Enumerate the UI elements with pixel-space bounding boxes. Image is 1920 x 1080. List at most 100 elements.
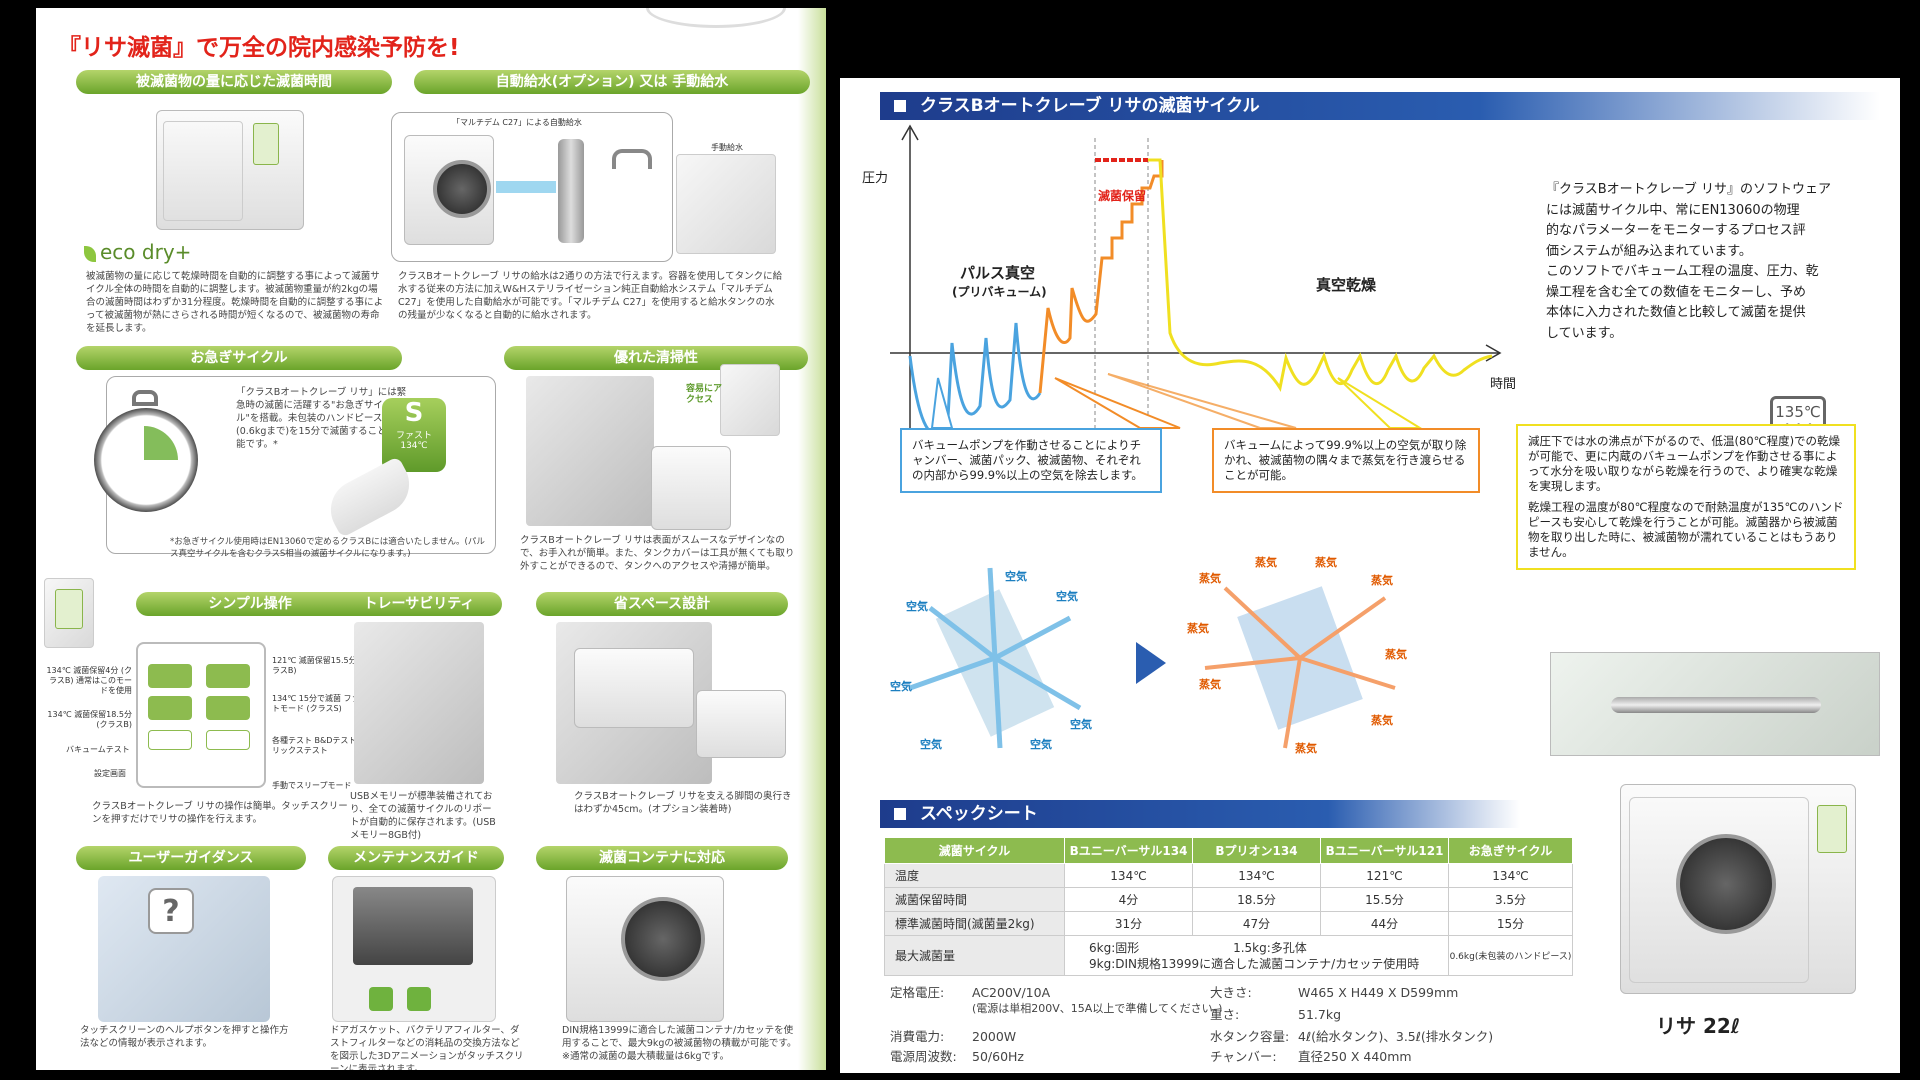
- spec-section-title: スペックシート: [880, 800, 1520, 828]
- section-title-water-supply: 自動給水(オプション) 又は 手動給水: [414, 70, 810, 94]
- autoclave-open-door-photo: [404, 135, 494, 245]
- section-title-simple-operation: シンプル操作: [136, 592, 364, 616]
- easy-access-label: 容易にアクセス: [686, 384, 723, 405]
- autoclave-side-photo: [696, 690, 786, 758]
- touch-screen-diagram: [136, 642, 266, 788]
- air-label: 空気: [1070, 717, 1092, 731]
- play-button-icon: [369, 987, 393, 1011]
- spec-voltage-note: (電源は単相200V、15A以上で準備してください。): [972, 1002, 1223, 1015]
- autoclave-tank-photo: [651, 446, 731, 530]
- user-guidance-text: タッチスクリーンのヘルプボタンを押すと操作方法などの情報が表示されます。: [80, 1025, 289, 1049]
- x-axis-label: 時間: [1490, 377, 1516, 392]
- cycle-section-title: クラスBオートクレーブ リサの滅菌サイクル: [880, 92, 1880, 120]
- table-row: 温度 134℃ 134℃ 121℃ 134℃: [884, 863, 1573, 888]
- label-vacuum-test: バキュームテスト: [66, 745, 130, 754]
- drying-info-box: 減圧下では水の沸点が下がるので、低温(80℃程度)での乾燥が可能で、更に内蔵のバ…: [1516, 424, 1856, 570]
- simple-operation-text: クラスBオートクレーブ リサの操作は簡単。タッチスクリーンを押すだけでリサの操作…: [92, 801, 348, 825]
- steam-penetration-diagram: 蒸気 蒸気 蒸気 蒸気 蒸気 蒸気 蒸気 蒸気 蒸気: [1187, 555, 1407, 755]
- help-button-photo: ?: [98, 876, 270, 1022]
- label-settings: 設定画面: [94, 769, 126, 778]
- right-page: クラスBオートクレーブ リサの滅菌サイクル 圧力 時間 滅菌保留 パルス真空 (…: [840, 78, 1900, 1073]
- door-panel: [163, 121, 243, 221]
- cycle-description: 『クラスBオートクレーブ リサ』のソフトウェア には滅菌サイクル中、常にEN13…: [1546, 182, 1832, 341]
- section-title-drying-time: 被滅菌物の量に応じた滅菌時間: [76, 70, 392, 94]
- container-text: DIN規格13999に適合した滅菌コンテナ/カセッテを使用することで、最大9kg…: [562, 1025, 797, 1062]
- faucet-icon: [612, 149, 652, 169]
- table-row: 最大滅菌量 6kg:固形 1.5kg:多孔体 9kg:DIN規格13999に適合…: [884, 935, 1573, 976]
- y-axis-label: 圧力: [862, 171, 888, 186]
- spec-weight: 重さ:51.7kg: [1210, 1007, 1342, 1022]
- pressure-rise-curve: [1038, 160, 1164, 394]
- air-label: 空気: [920, 737, 942, 751]
- steam-label: 蒸気: [1199, 677, 1221, 691]
- eco-dry-logo: eco dry+: [84, 240, 191, 264]
- y-axis-arrow: [901, 124, 919, 141]
- air-label: 空気: [906, 599, 928, 613]
- label-134-18min: 134℃ 滅菌保留18.5分 (クラスB): [47, 710, 132, 729]
- left-page: 『リサ滅菌』で万全の院内感染予防を! 被滅菌物の量に応じた滅菌時間 eco dr…: [36, 8, 826, 1070]
- section-title-user-guidance: ユーザーガイダンス: [76, 846, 306, 870]
- section-title-traceability: トレーサビリティ: [336, 592, 502, 616]
- label-fast-mode: 134℃ 15分で滅菌 ファストモード (クラスS): [272, 694, 368, 713]
- callout-pointers: [930, 373, 1424, 429]
- touch-panel-closeup: [44, 578, 94, 648]
- water-supply-text: クラスBオートクレーブ リサの給水は2通りの方法で行えます。容器を使用してタンク…: [398, 271, 783, 321]
- cleaning-person-photo: [526, 376, 654, 526]
- air-label: 空気: [890, 679, 912, 693]
- cabinet-install-photo: [556, 622, 712, 784]
- leaf-icon: [84, 245, 96, 262]
- spec-header-row: 滅菌サイクル Bユニーバーサル134 Bプリオン134 Bユニーバーサル121 …: [884, 837, 1573, 864]
- table-row: 標準滅菌時間(滅菌量2kg) 31分 47分 44分 15分: [884, 911, 1573, 936]
- water-filter-cylinder: [558, 139, 584, 243]
- traceability-text: USBメモリーが標準装備されており、全ての滅菌サイクルのリポートが自動的に保存さ…: [350, 791, 496, 841]
- maintenance-text: ドアガスケット、バクテリアフィルター、ダストフィルターなどの消耗品の交換方法など…: [330, 1025, 524, 1070]
- spec-voltage: 定格電圧:AC200V/10A: [890, 985, 1051, 1000]
- page-headline: 『リサ滅菌』で万全の院内感染予防を!: [58, 35, 460, 61]
- spec-table: 滅菌サイクル Bユニーバーサル134 Bプリオン134 Bユニーバーサル121 …: [884, 837, 1573, 976]
- vacuum-dry-label: 真空乾燥: [1316, 276, 1377, 294]
- label-sleep-mode: 手動でスリープモード: [272, 781, 352, 790]
- decorative-arc: [646, 8, 786, 28]
- vacuum-drying-curve: [1148, 158, 1493, 392]
- touch-panel: [253, 123, 279, 165]
- manual-water-photo: [676, 154, 776, 254]
- product-touch-panel: [1817, 805, 1847, 853]
- water-hose: [496, 181, 556, 193]
- drying-time-text: 被滅菌物の量に応じて乾燥時間を自動的に調整する事によって滅菌サイクル全体の時間を…: [86, 271, 384, 334]
- section-title-container: 滅菌コンテナに対応: [536, 846, 788, 870]
- steam-label: 蒸気: [1371, 713, 1393, 727]
- graph-axes: [890, 124, 1502, 448]
- air-label: 空気: [1005, 569, 1027, 583]
- label-121: 121℃ 滅菌保留15.5分 (クラスB): [272, 656, 371, 675]
- air-removal-diagram: 空気 空気 空気 空気 空気 空気 空気: [890, 567, 1092, 751]
- steam-info-box: バキュームによって99.9%以上の空気が取り除かれ、被滅菌物の隅々まで蒸気を行き…: [1212, 428, 1480, 493]
- section-title-space-saving: 省スペース設計: [536, 592, 788, 616]
- section-title-cleanliness: 優れた清掃性: [504, 346, 808, 370]
- cleanliness-text: クラスBオートクレーブ リサは表面がスムースなデザインなので、お手入れが簡単。ま…: [520, 535, 795, 572]
- air-label: 空気: [1056, 589, 1078, 603]
- product-name: リサ 22ℓ: [1656, 1014, 1741, 1038]
- steam-label: 蒸気: [1187, 621, 1209, 635]
- spec-chamber: チャンバー:直径250 X 440mm: [1210, 1049, 1412, 1064]
- tank-closeup-photo: [720, 364, 780, 436]
- section-title-quick-cycle: お急ぎサイクル: [76, 346, 402, 370]
- product-photo: [1620, 784, 1856, 994]
- steam-label: 蒸気: [1371, 573, 1393, 587]
- next-button-icon: [407, 987, 431, 1011]
- vacuum-info-box: バキュームポンプを作動させることによりチャンバー、滅菌パック、被滅菌物、それぞれ…: [900, 428, 1162, 493]
- process-arrow-icon: [1136, 642, 1166, 684]
- steam-label: 蒸気: [1255, 555, 1277, 569]
- maintenance-screen-photo: [332, 876, 496, 1022]
- chamber-door: [433, 160, 491, 218]
- auto-water-caption: 「マルチデム C27」による自動給水: [452, 118, 582, 127]
- usb-insertion-photo: [354, 622, 484, 784]
- pulse-vacuum-label: パルス真空: [960, 264, 1035, 282]
- air-label: 空気: [1030, 737, 1052, 751]
- steam-label: 蒸気: [1385, 647, 1407, 661]
- handpiece-pack-photo: [1550, 652, 1880, 756]
- help-icon: ?: [148, 888, 194, 934]
- manual-water-caption: 手動給水: [711, 143, 743, 152]
- steam-label: 蒸気: [1315, 555, 1337, 569]
- spec-size: 大きさ:W465 X H449 X D599mm: [1210, 985, 1459, 1000]
- autoclave-photo: [156, 110, 304, 230]
